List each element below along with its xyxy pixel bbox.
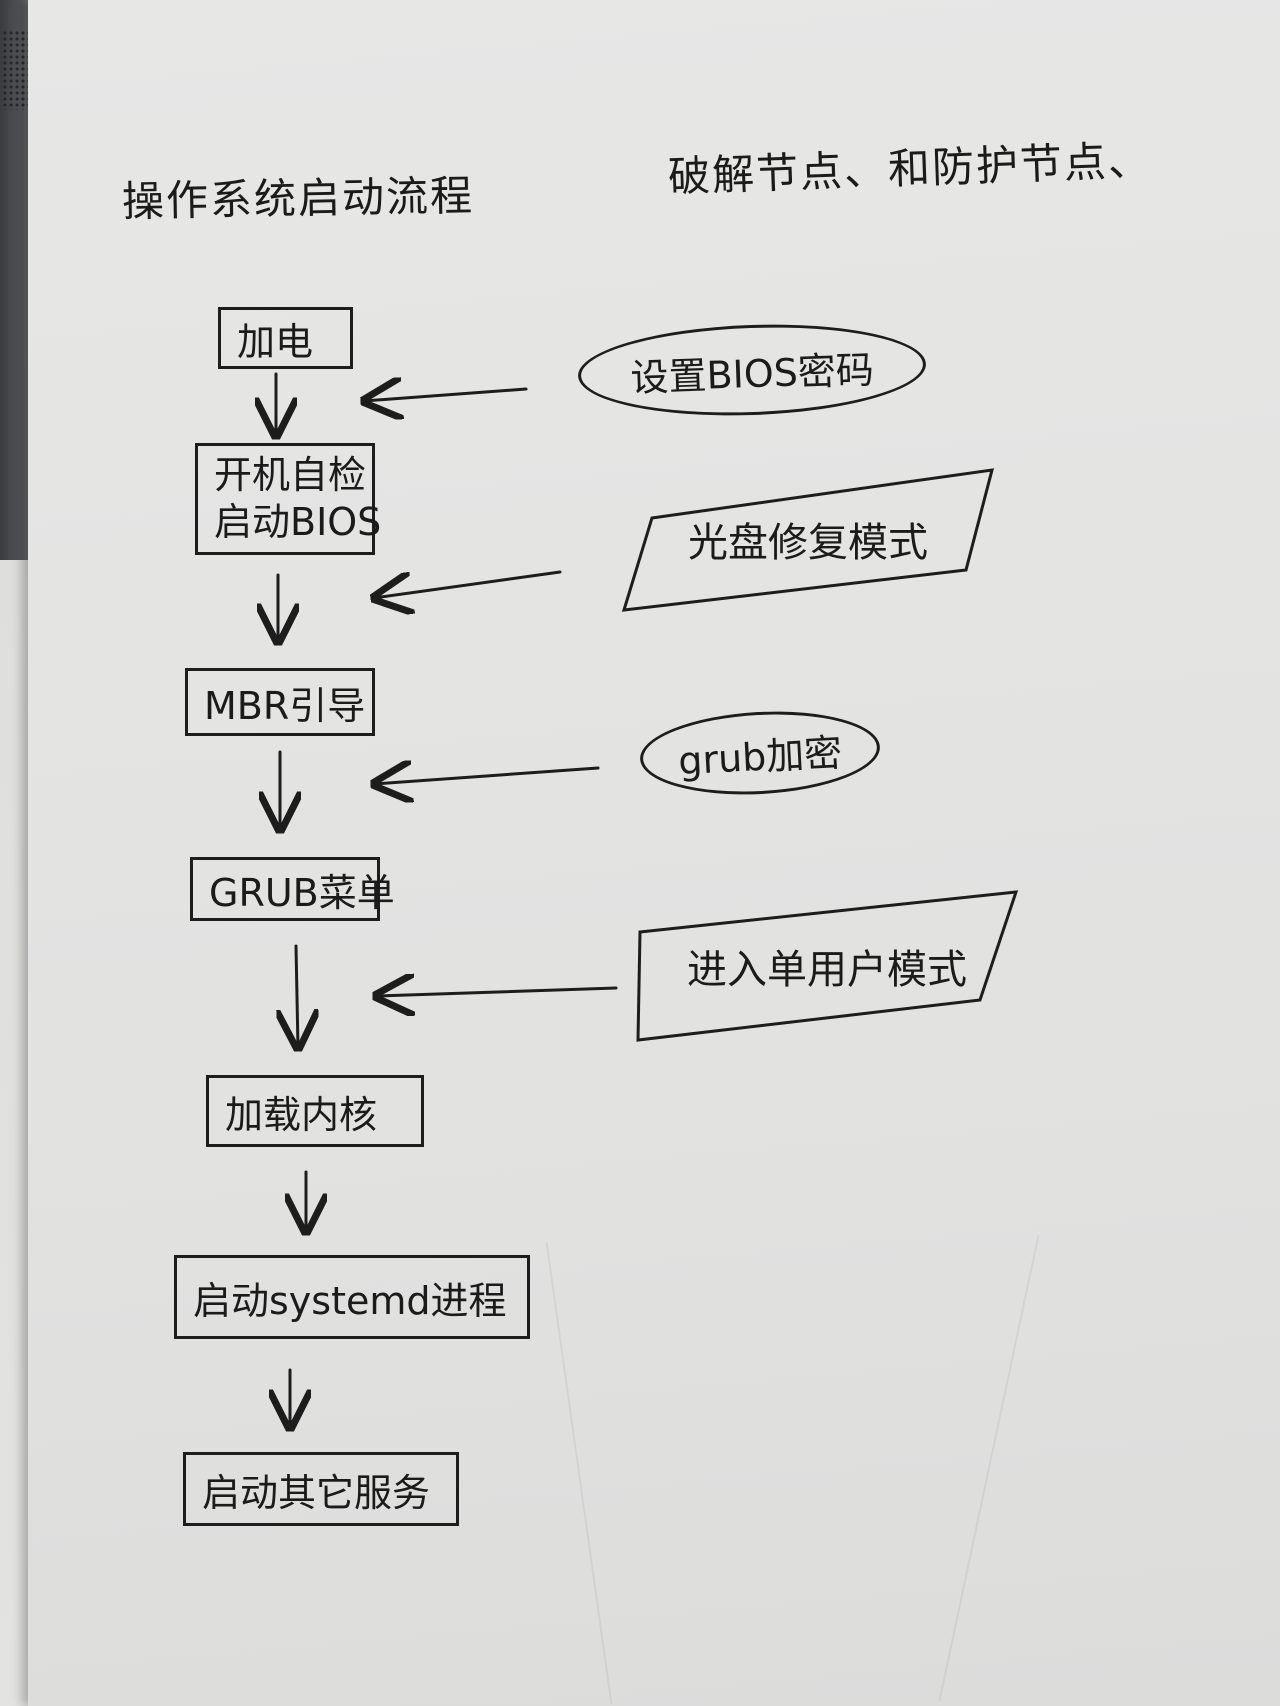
parallelogram-outline: [636, 890, 1019, 1042]
flow-step-label: MBR引导: [204, 683, 366, 728]
flow-step-label: 加载内核: [225, 1092, 378, 1137]
parallelogram-outline: [621, 468, 995, 612]
flow-step-label: GRUB菜单: [209, 870, 395, 915]
side-node-cd-rescue-mode: 光盘修复模式: [621, 468, 995, 612]
paper-sheet: [28, 0, 1280, 1706]
side-node-label: 设置BIOS密码: [629, 347, 875, 400]
paper-crease: [545, 1242, 613, 1704]
side-node-label: 光盘修复模式: [688, 520, 928, 566]
speaker-grille: [2, 30, 32, 110]
side-node-label: 进入单用户模式: [687, 947, 967, 993]
paper-crease: [938, 1234, 1040, 1702]
flow-step-label: 开机自检: [214, 452, 367, 497]
flow-step-power-on: 加电: [218, 307, 353, 369]
flow-step-post-bios: 开机自检 启动BIOS: [195, 443, 381, 555]
flow-step-start-services: 启动其它服务: [183, 1452, 459, 1526]
side-node-single-user-mode: 进入单用户模式: [636, 890, 1019, 1042]
flow-step-load-kernel: 加载内核: [206, 1075, 424, 1147]
flow-step-label: 启动其它服务: [202, 1470, 431, 1515]
flow-step-label: 加电: [237, 319, 314, 364]
flow-step-label: 启动systemd进程: [193, 1278, 507, 1323]
flow-step-start-systemd: 启动systemd进程: [174, 1255, 530, 1339]
side-node-label: grub加密: [677, 730, 844, 783]
flow-step-grub-menu: GRUB菜单: [190, 857, 395, 921]
flow-step-label: 启动BIOS: [214, 500, 382, 544]
flow-step-mbr-boot: MBR引导: [185, 668, 375, 736]
diagram-title: 操作系统启动流程: [121, 170, 475, 227]
